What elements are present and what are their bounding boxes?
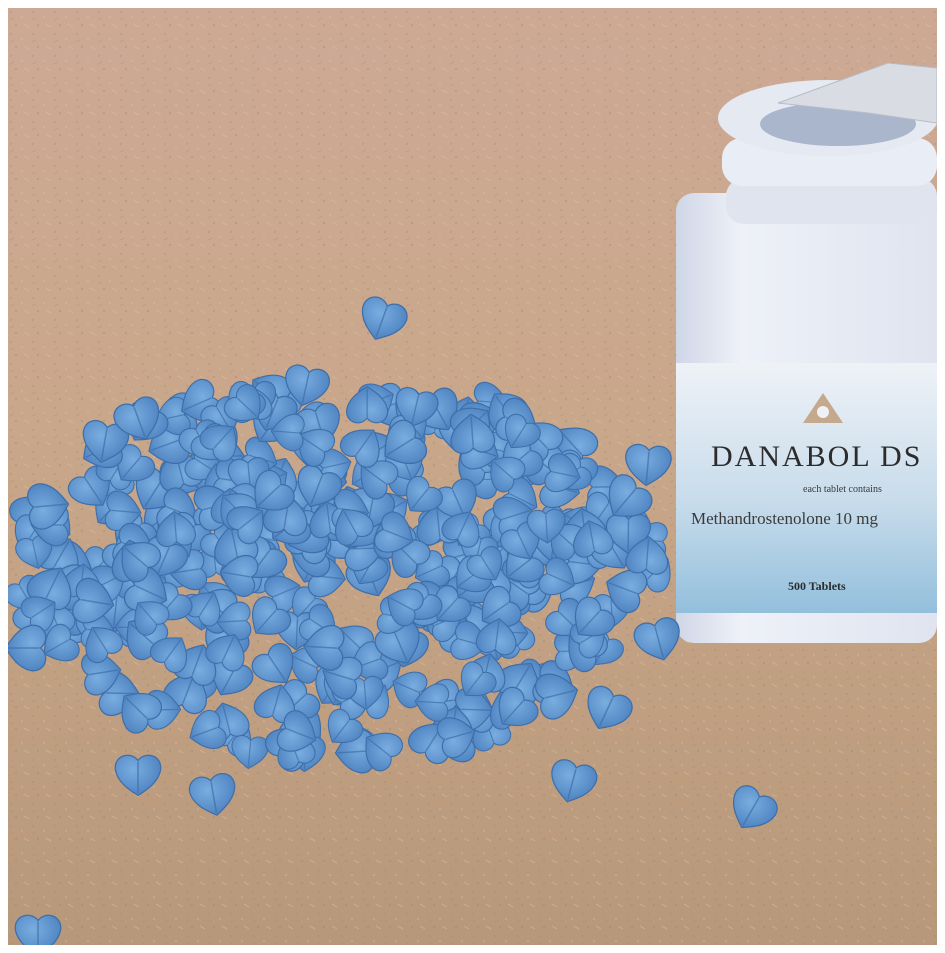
- pill-bottle: DANABOL DS each tablet contains Methandr…: [676, 62, 937, 643]
- label-subtitle: each tablet contains: [803, 484, 882, 495]
- photo-scene: DANABOL DS each tablet contains Methandr…: [8, 8, 937, 945]
- bottle-logo-icon: [817, 406, 829, 418]
- label-count: 500 Tablets: [788, 579, 846, 593]
- bottle-label: [676, 363, 937, 613]
- label-brand: DANABOL DS: [711, 440, 922, 473]
- blue-tablet: [14, 914, 62, 945]
- photo-frame: DANABOL DS each tablet contains Methandr…: [8, 8, 937, 945]
- label-ingredient: Methandrostenolone 10 mg: [691, 509, 878, 528]
